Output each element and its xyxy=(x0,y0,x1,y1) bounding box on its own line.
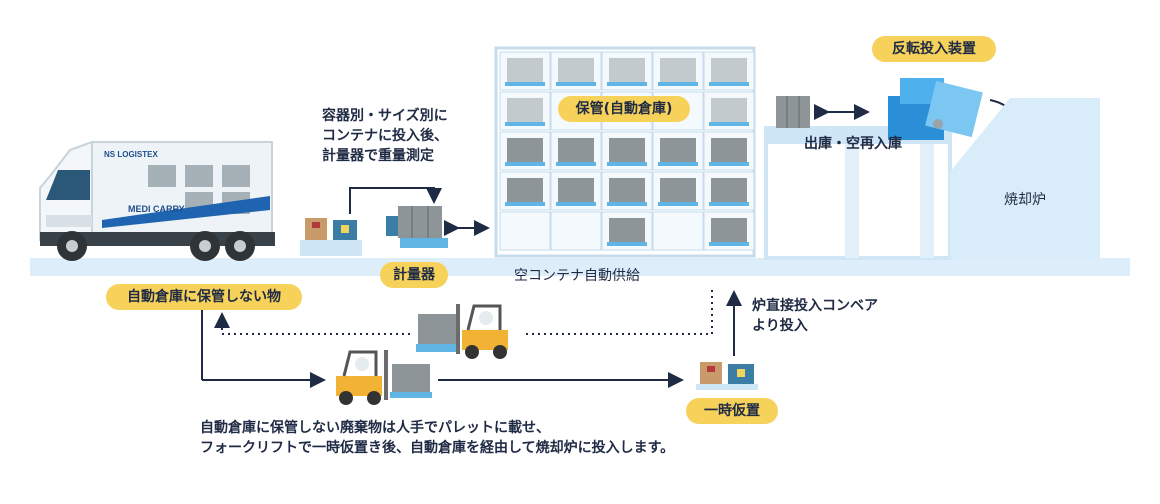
temporary-label: 一時仮置 xyxy=(686,398,778,424)
storage-label: 保管(自動倉庫) xyxy=(558,96,690,122)
rack-cell xyxy=(652,211,704,251)
outbound-label: 出庫・空再入庫 xyxy=(804,136,902,152)
floor-strip xyxy=(30,258,1130,276)
rack-pallet xyxy=(556,202,596,206)
return-dotted-arrow xyxy=(214,312,410,335)
conveyor-note-line-2: より投入 xyxy=(752,318,808,334)
rack-container xyxy=(609,58,645,82)
rack-cell xyxy=(550,211,602,251)
rack-container xyxy=(507,138,543,162)
forklift-outgoing xyxy=(336,350,432,405)
rack-pallet xyxy=(505,82,545,86)
rack-container xyxy=(660,58,696,82)
rack-container xyxy=(609,138,645,162)
rack-pallet xyxy=(709,162,749,166)
rack-pallet xyxy=(505,122,545,126)
container-note-line-3: 計量器で重量測定 xyxy=(322,148,434,164)
rack-cell xyxy=(499,211,551,251)
empty-supply-label: 空コンテナ自動供給 xyxy=(514,268,640,284)
rack-container xyxy=(711,98,747,122)
rack-container xyxy=(558,58,594,82)
rack-pallet xyxy=(658,162,698,166)
rack-container xyxy=(507,58,543,82)
rack-pallet xyxy=(505,162,545,166)
reversal-device xyxy=(888,78,983,140)
dock-to-scale-arrow xyxy=(349,187,442,214)
incinerator-shape xyxy=(950,98,1100,258)
rack-container xyxy=(558,138,594,162)
reversal-device-label: 反転投入装置 xyxy=(872,36,996,62)
description-line-2: フォークリフトで一時仮置き後、自動倉庫を経由して焼却炉に投入します。 xyxy=(200,440,675,456)
container-note: 容器別・サイズ別に コンテナに投入後、 計量器で重量測定 xyxy=(322,106,448,166)
rack-pallet xyxy=(556,82,596,86)
truck-brand-text: NS LOGISTEX xyxy=(104,150,158,159)
rack-container xyxy=(609,178,645,202)
rack-pallet xyxy=(709,82,749,86)
description: 自動倉庫に保管しない廃棄物は人手でパレットに載せ、 フォークリフトで一時仮置き後… xyxy=(200,418,674,458)
conveyor-note-line-1: 炉直接投入コンベア xyxy=(752,298,878,314)
rack-pallet xyxy=(607,202,647,206)
description-line-1: 自動倉庫に保管しない廃棄物は人手でパレットに載せ、 xyxy=(200,420,550,436)
rack-container xyxy=(711,138,747,162)
outbound-structure xyxy=(764,96,952,260)
container-note-line-1: 容器別・サイズ別に xyxy=(322,108,448,124)
truck: NS LOGISTEX MEDI CARRY xyxy=(39,140,275,261)
rack-container xyxy=(711,218,747,242)
rack-container xyxy=(609,218,645,242)
dock-items xyxy=(300,216,406,256)
container-note-line-2: コンテナに投入後、 xyxy=(322,128,448,144)
truck-product-text: MEDI CARRY xyxy=(128,204,185,214)
rack-pallet xyxy=(658,82,698,86)
rack-pallet xyxy=(607,162,647,166)
rack-pallet xyxy=(505,202,545,206)
incinerator-label: 焼却炉 xyxy=(1004,192,1046,208)
rack-container xyxy=(507,178,543,202)
scale-unit xyxy=(398,206,448,248)
rack-pallet xyxy=(709,242,749,246)
rack-container xyxy=(660,178,696,202)
rack-pallet xyxy=(709,122,749,126)
rack-container xyxy=(558,178,594,202)
return-dotted-path xyxy=(524,290,713,335)
not-stored-label: 自動倉庫に保管しない物 xyxy=(106,284,302,310)
temporary-items xyxy=(696,362,758,390)
rack-pallet xyxy=(607,82,647,86)
rack-pallet xyxy=(556,162,596,166)
rack-pallet xyxy=(658,202,698,206)
conveyor-note: 炉直接投入コンベア より投入 xyxy=(752,296,878,336)
rack-pallet xyxy=(709,202,749,206)
rack-container xyxy=(660,138,696,162)
forklift-returning xyxy=(416,304,508,359)
rack-container xyxy=(711,178,747,202)
rack-pallet xyxy=(607,242,647,246)
automated-warehouse-rack xyxy=(494,46,756,258)
rack-container xyxy=(711,58,747,82)
scale-label: 計量器 xyxy=(380,262,448,288)
rack-container xyxy=(507,98,543,122)
